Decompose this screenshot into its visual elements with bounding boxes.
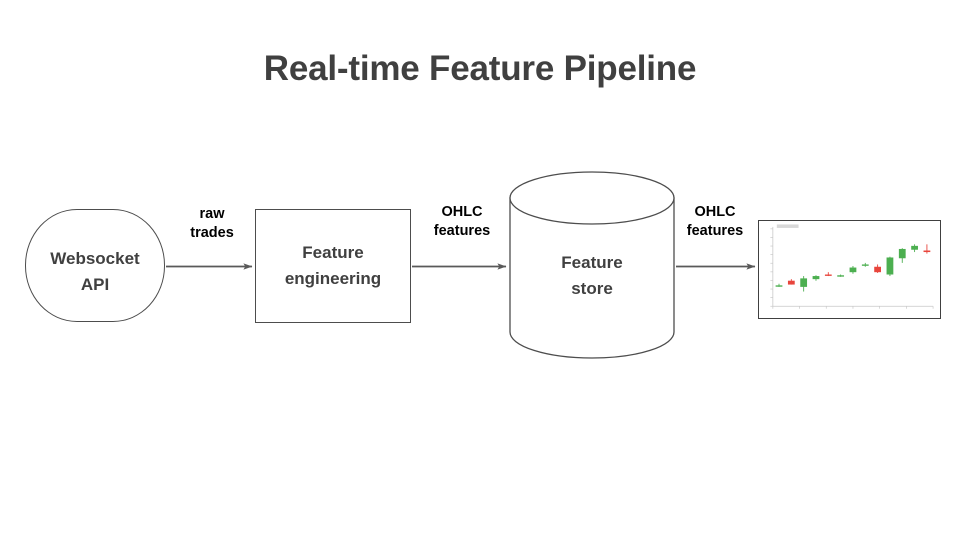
edge-label-ohlc-features-1: OHLC features	[433, 204, 491, 239]
node-feature-store[interactable]	[509, 171, 675, 359]
node-websocket-api[interactable]	[25, 209, 165, 322]
node-websocket-api-label: Websocket API	[50, 249, 140, 294]
cylinder-shape-icon	[509, 171, 675, 359]
candlestick-chart-svg	[770, 224, 934, 309]
edge-label-ohlc-features-2: OHLC features	[686, 204, 744, 239]
edge-label-raw-trades: raw trades	[190, 206, 234, 241]
candlestick-chart-thumbnail[interactable]	[758, 220, 941, 319]
node-feature-store-label: Feature store	[561, 253, 623, 298]
node-feature-engineering-label: Feature engineering	[284, 243, 382, 288]
page-title: Real-time Feature Pipeline	[263, 49, 697, 88]
node-feature-engineering[interactable]	[255, 209, 411, 323]
